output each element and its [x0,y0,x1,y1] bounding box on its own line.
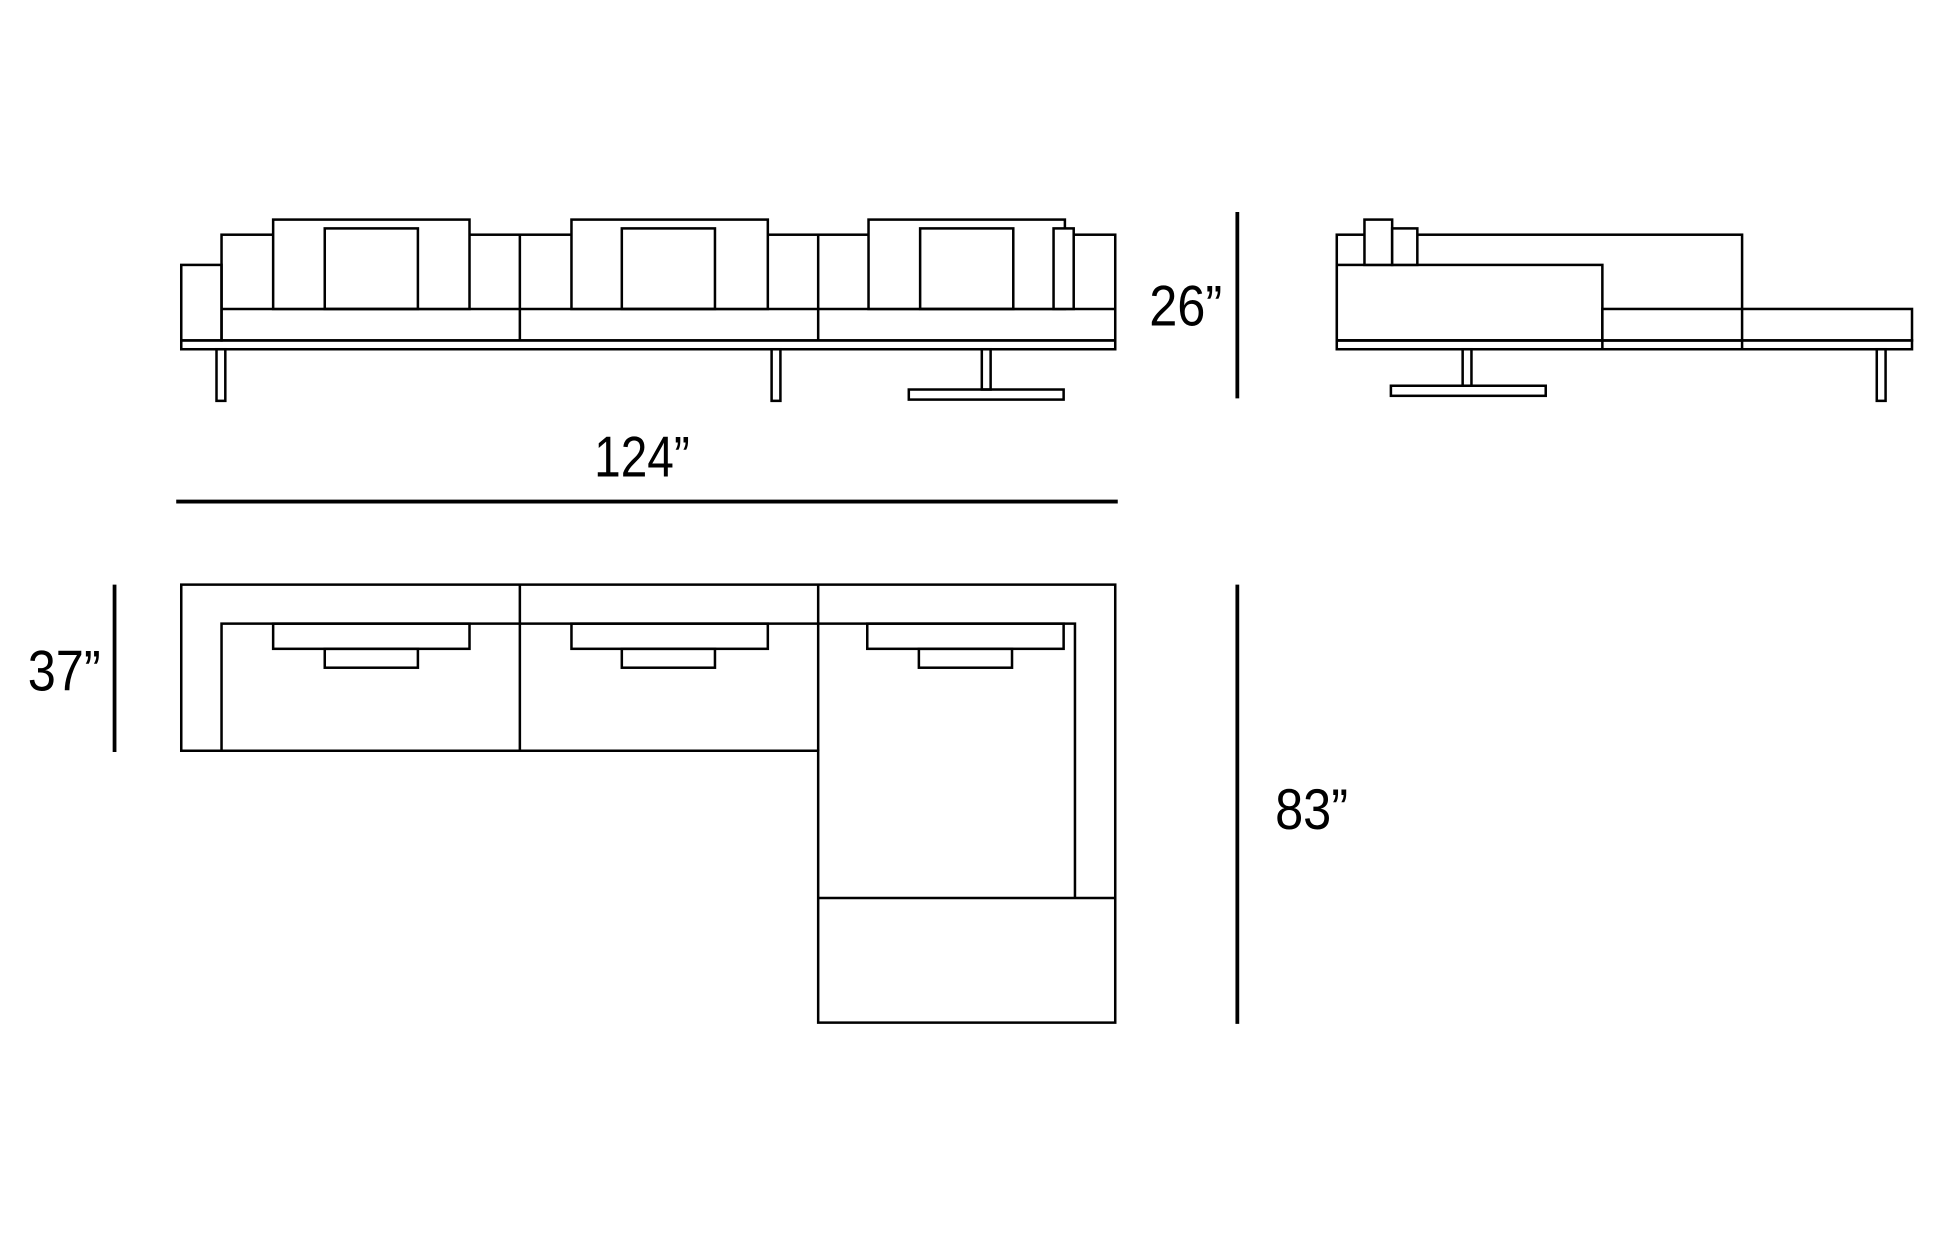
chaise-length-label: 83” [1275,778,1348,842]
depth-label: 37” [28,639,101,703]
plan-view [179,583,1117,1024]
width-label: 124” [594,425,690,489]
height-label: 26” [1149,274,1222,338]
side-elevation [1335,218,1914,403]
front-elevation [179,218,1117,403]
